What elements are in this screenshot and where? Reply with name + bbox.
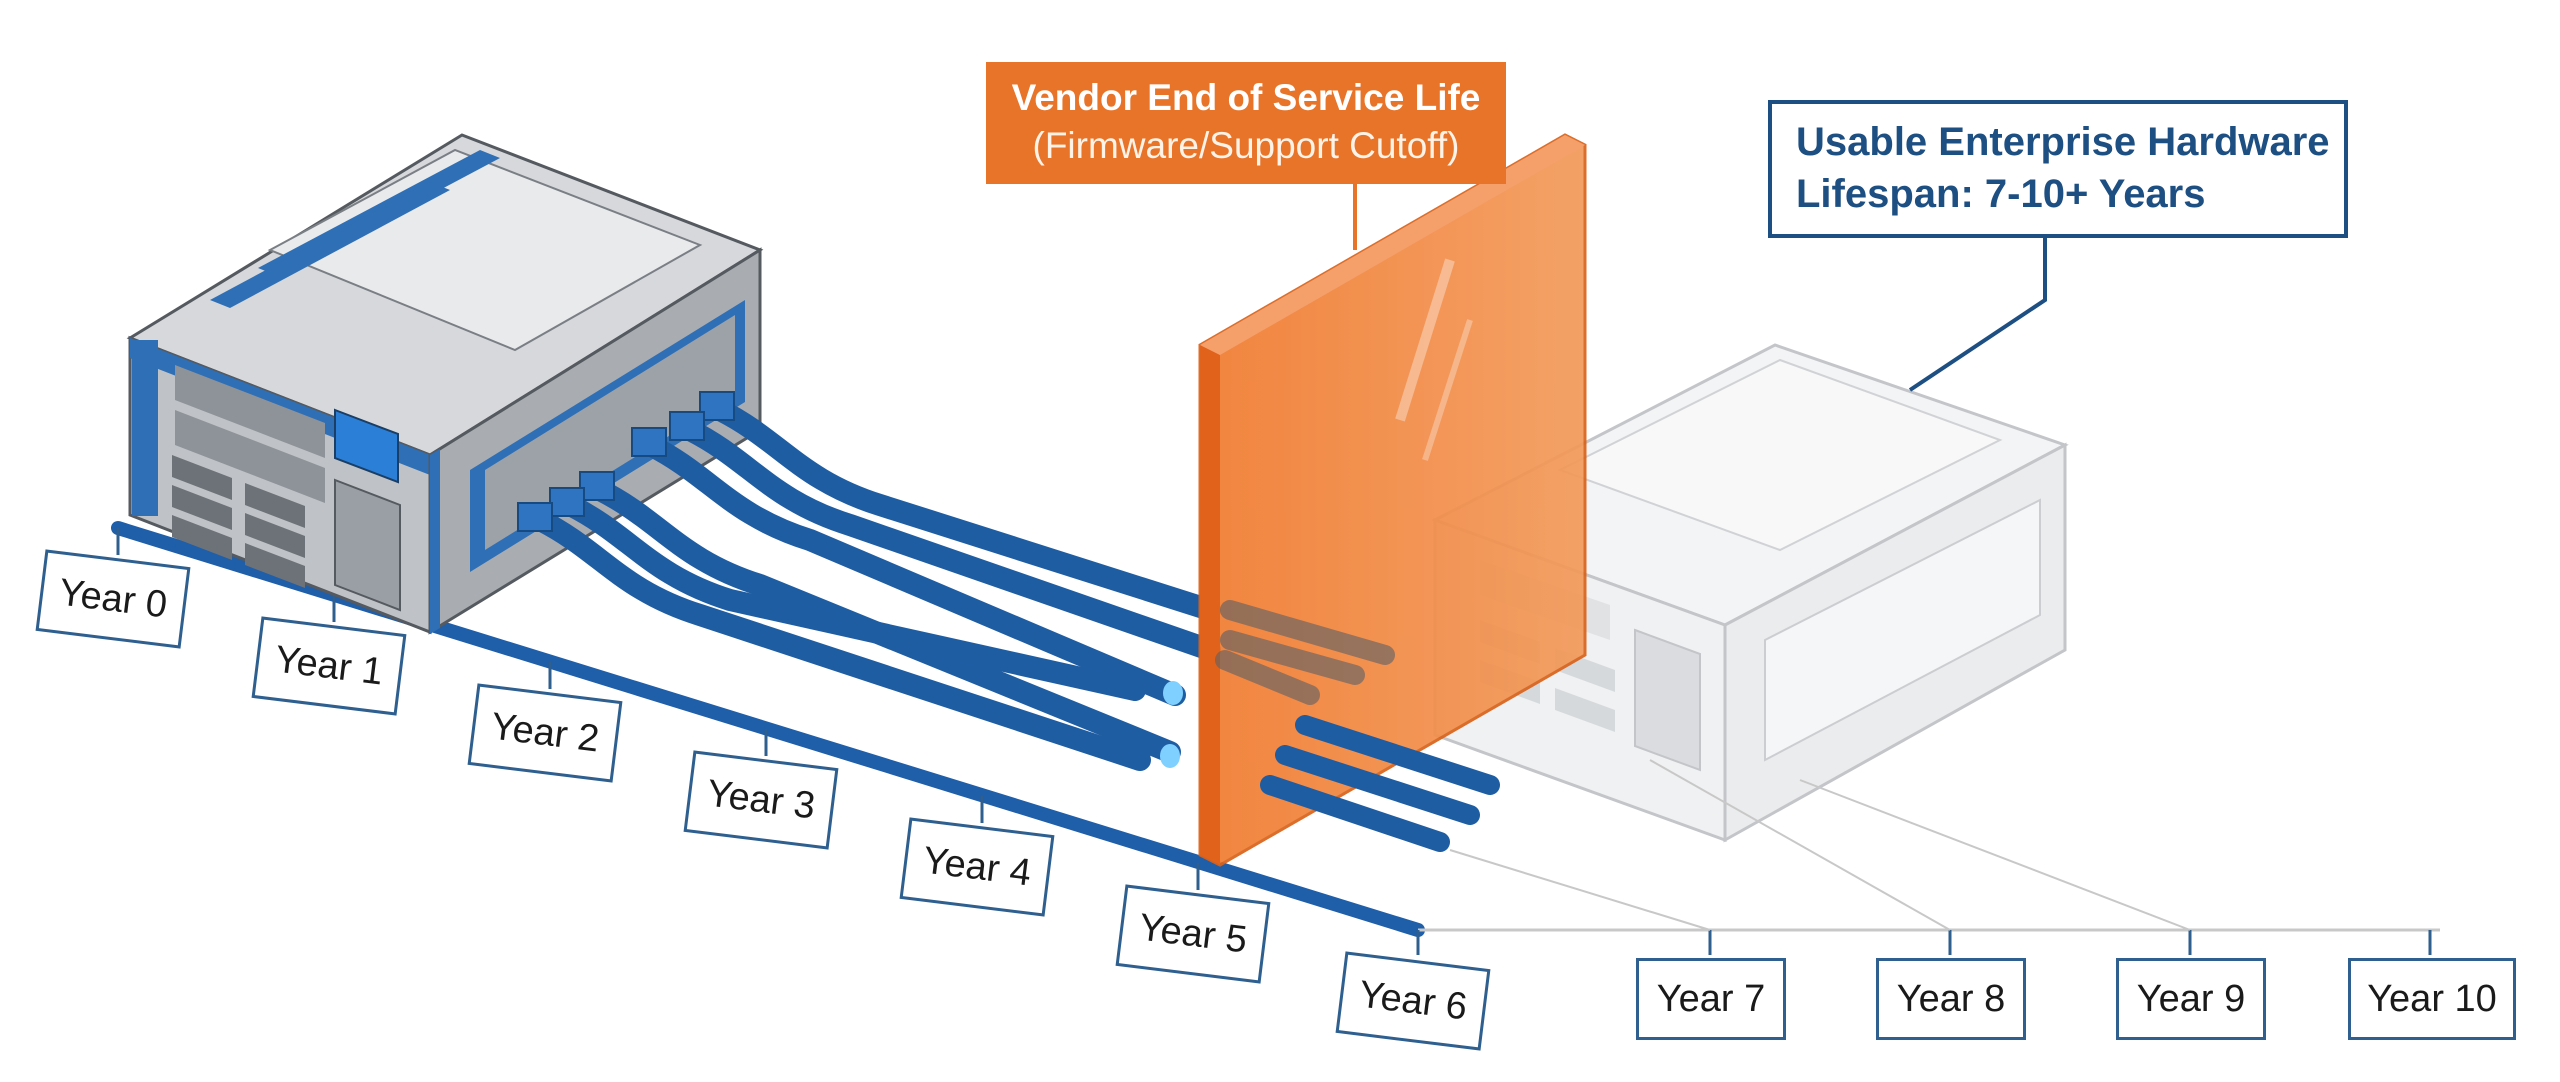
usable-lifespan-line2: Lifespan: 7-10+ Years <box>1796 172 2206 216</box>
network-cables <box>517 391 1221 771</box>
vendor-eol-callout: Vendor End of Service Life (Firmware/Sup… <box>986 62 1506 184</box>
vendor-eol-title: Vendor End of Service Life <box>1011 77 1481 118</box>
year-label-9: Year 9 <box>2116 958 2266 1040</box>
year-label-4: Year 4 <box>899 817 1055 917</box>
year-label-8: Year 8 <box>1876 958 2026 1040</box>
vendor-eol-subtitle: (Firmware/Support Cutoff) <box>1032 125 1460 166</box>
year-label-6: Year 6 <box>1335 951 1491 1051</box>
year-label-7: Year 7 <box>1636 958 1786 1040</box>
year-label-10: Year 10 <box>2348 958 2516 1040</box>
usable-lifespan-callout: Usable Enterprise Hardware Lifespan: 7-1… <box>1768 100 2348 238</box>
year-label-1: Year 1 <box>251 616 407 716</box>
cables-past-barrier <box>1215 600 1500 852</box>
year-label-3: Year 3 <box>683 750 839 850</box>
year-label-5: Year 5 <box>1115 884 1271 984</box>
usable-lifespan-line1: Usable Enterprise Hardware <box>1796 120 2330 164</box>
year-label-2: Year 2 <box>467 683 623 783</box>
year-label-0: Year 0 <box>35 549 191 649</box>
callout-leaders <box>1353 184 2191 931</box>
